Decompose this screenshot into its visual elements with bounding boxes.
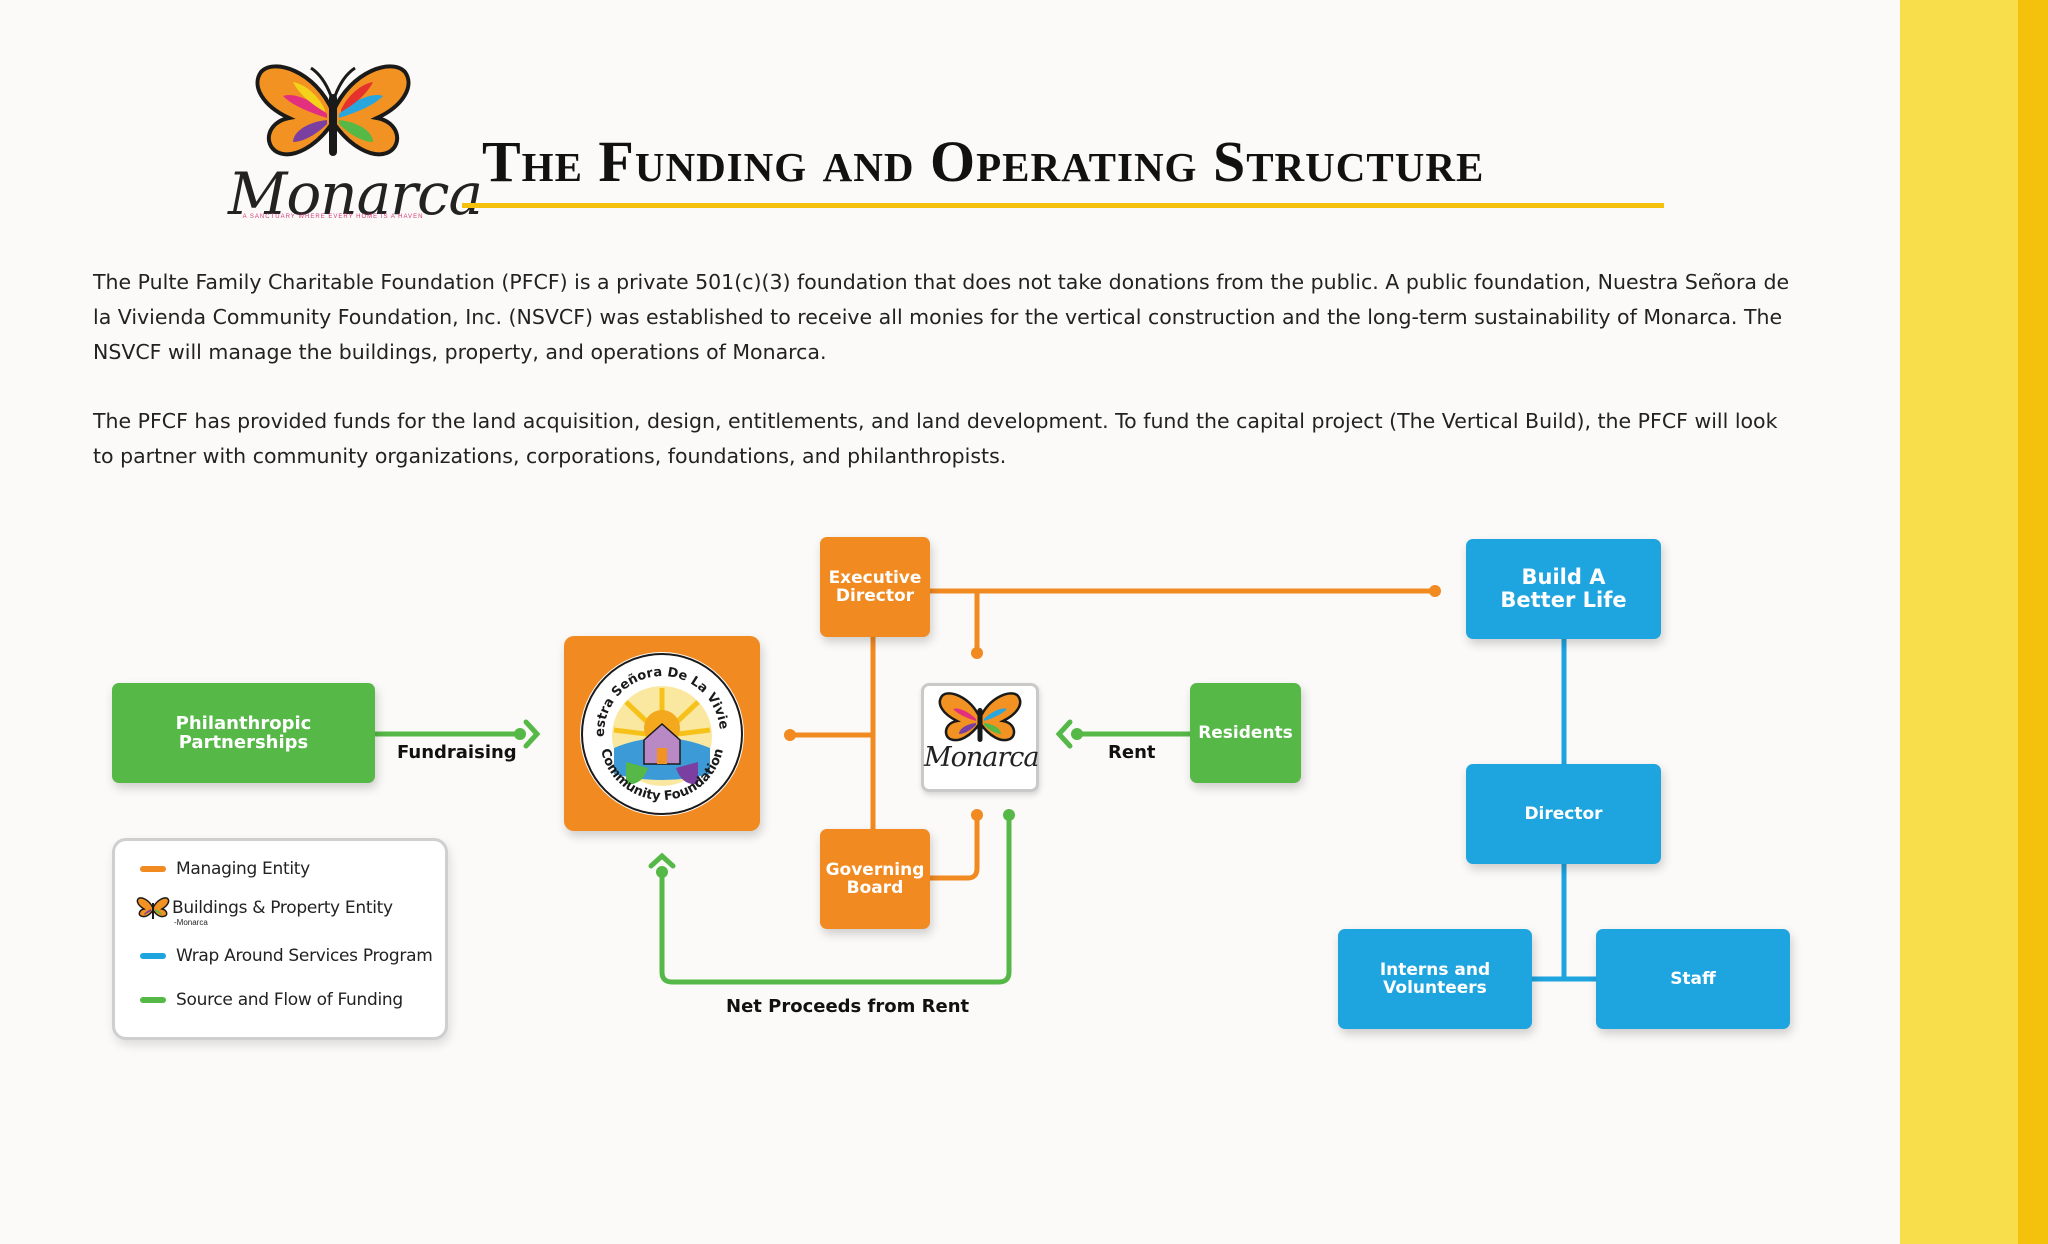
legend-swatch-orange	[140, 866, 166, 872]
governing-board-node: Governing Board	[820, 829, 930, 929]
title-underline	[462, 203, 1664, 208]
rent-label: Rent	[1108, 742, 1156, 763]
director-node: Director	[1466, 764, 1661, 864]
nsvcf-seal-icon: Nuestra Señora De La Vivienda Community …	[559, 625, 744, 816]
fundraising-label: Fundraising	[397, 742, 517, 763]
intro-paragraph-1: The Pulte Family Charitable Foundation (…	[93, 270, 1790, 364]
yellow-side-edge	[2018, 0, 2048, 1244]
intro-paragraph-2: The PFCF has provided funds for the land…	[93, 409, 1778, 468]
funding-dots	[514, 728, 1083, 878]
legend-label: Wrap Around Services Program	[176, 946, 433, 966]
legend-label: Source and Flow of Funding	[176, 990, 403, 1010]
residents-node: Residents	[1190, 683, 1301, 783]
net-proceeds-label: Net Proceeds from Rent	[726, 996, 970, 1017]
legend-item-managing: Managing Entity	[140, 857, 310, 881]
monarca-node: Monarca	[921, 683, 1040, 792]
fundraising-arrow	[523, 719, 541, 749]
legend	[112, 838, 448, 1040]
net-proceeds-arrow	[648, 852, 676, 869]
managing-lines	[787, 588, 1438, 881]
logo-tagline: A SANCTUARY WHERE EVERY HOME IS A HAVEN	[242, 214, 424, 220]
legend-item-services: Wrap Around Services Program	[140, 944, 433, 968]
legend-item-buildings: Buildings & Property Entity	[136, 896, 393, 920]
nsvcf-node: Nuestra Señora De La Vivienda Community …	[559, 625, 760, 831]
legend-item-funding: Source and Flow of Funding	[140, 988, 403, 1012]
funding-lines	[373, 719, 1193, 985]
butterfly-icon	[255, 64, 411, 157]
board-to-monarca-line	[907, 812, 980, 881]
legend-swatch-green	[140, 997, 166, 1003]
executive-director-node: Executive Director	[820, 537, 930, 637]
monarca-node-wordmark: Monarca	[924, 742, 1040, 773]
rent-arrow	[1055, 719, 1073, 749]
legend-label: Buildings & Property Entity	[172, 898, 393, 918]
page-title: The Funding and Operating Structure	[482, 129, 1485, 194]
legend-label: Managing Entity	[176, 859, 310, 879]
yellow-side-band	[1900, 0, 2018, 1244]
net-proceeds-line	[659, 812, 1012, 985]
butterfly-icon	[136, 897, 170, 919]
build-a-better-life-node: Build A Better Life	[1466, 539, 1661, 639]
legend-sublabel: -Monarca	[174, 918, 208, 927]
managing-dots	[784, 585, 1441, 821]
services-lines	[1530, 638, 1596, 982]
interns-volunteers-node: Interns and Volunteers	[1338, 929, 1532, 1029]
butterfly-icon	[938, 692, 1022, 742]
philanthropic-partnerships-node: Philanthropic Partnerships	[112, 683, 375, 783]
staff-node: Staff	[1596, 929, 1790, 1029]
legend-swatch-blue	[140, 953, 166, 959]
